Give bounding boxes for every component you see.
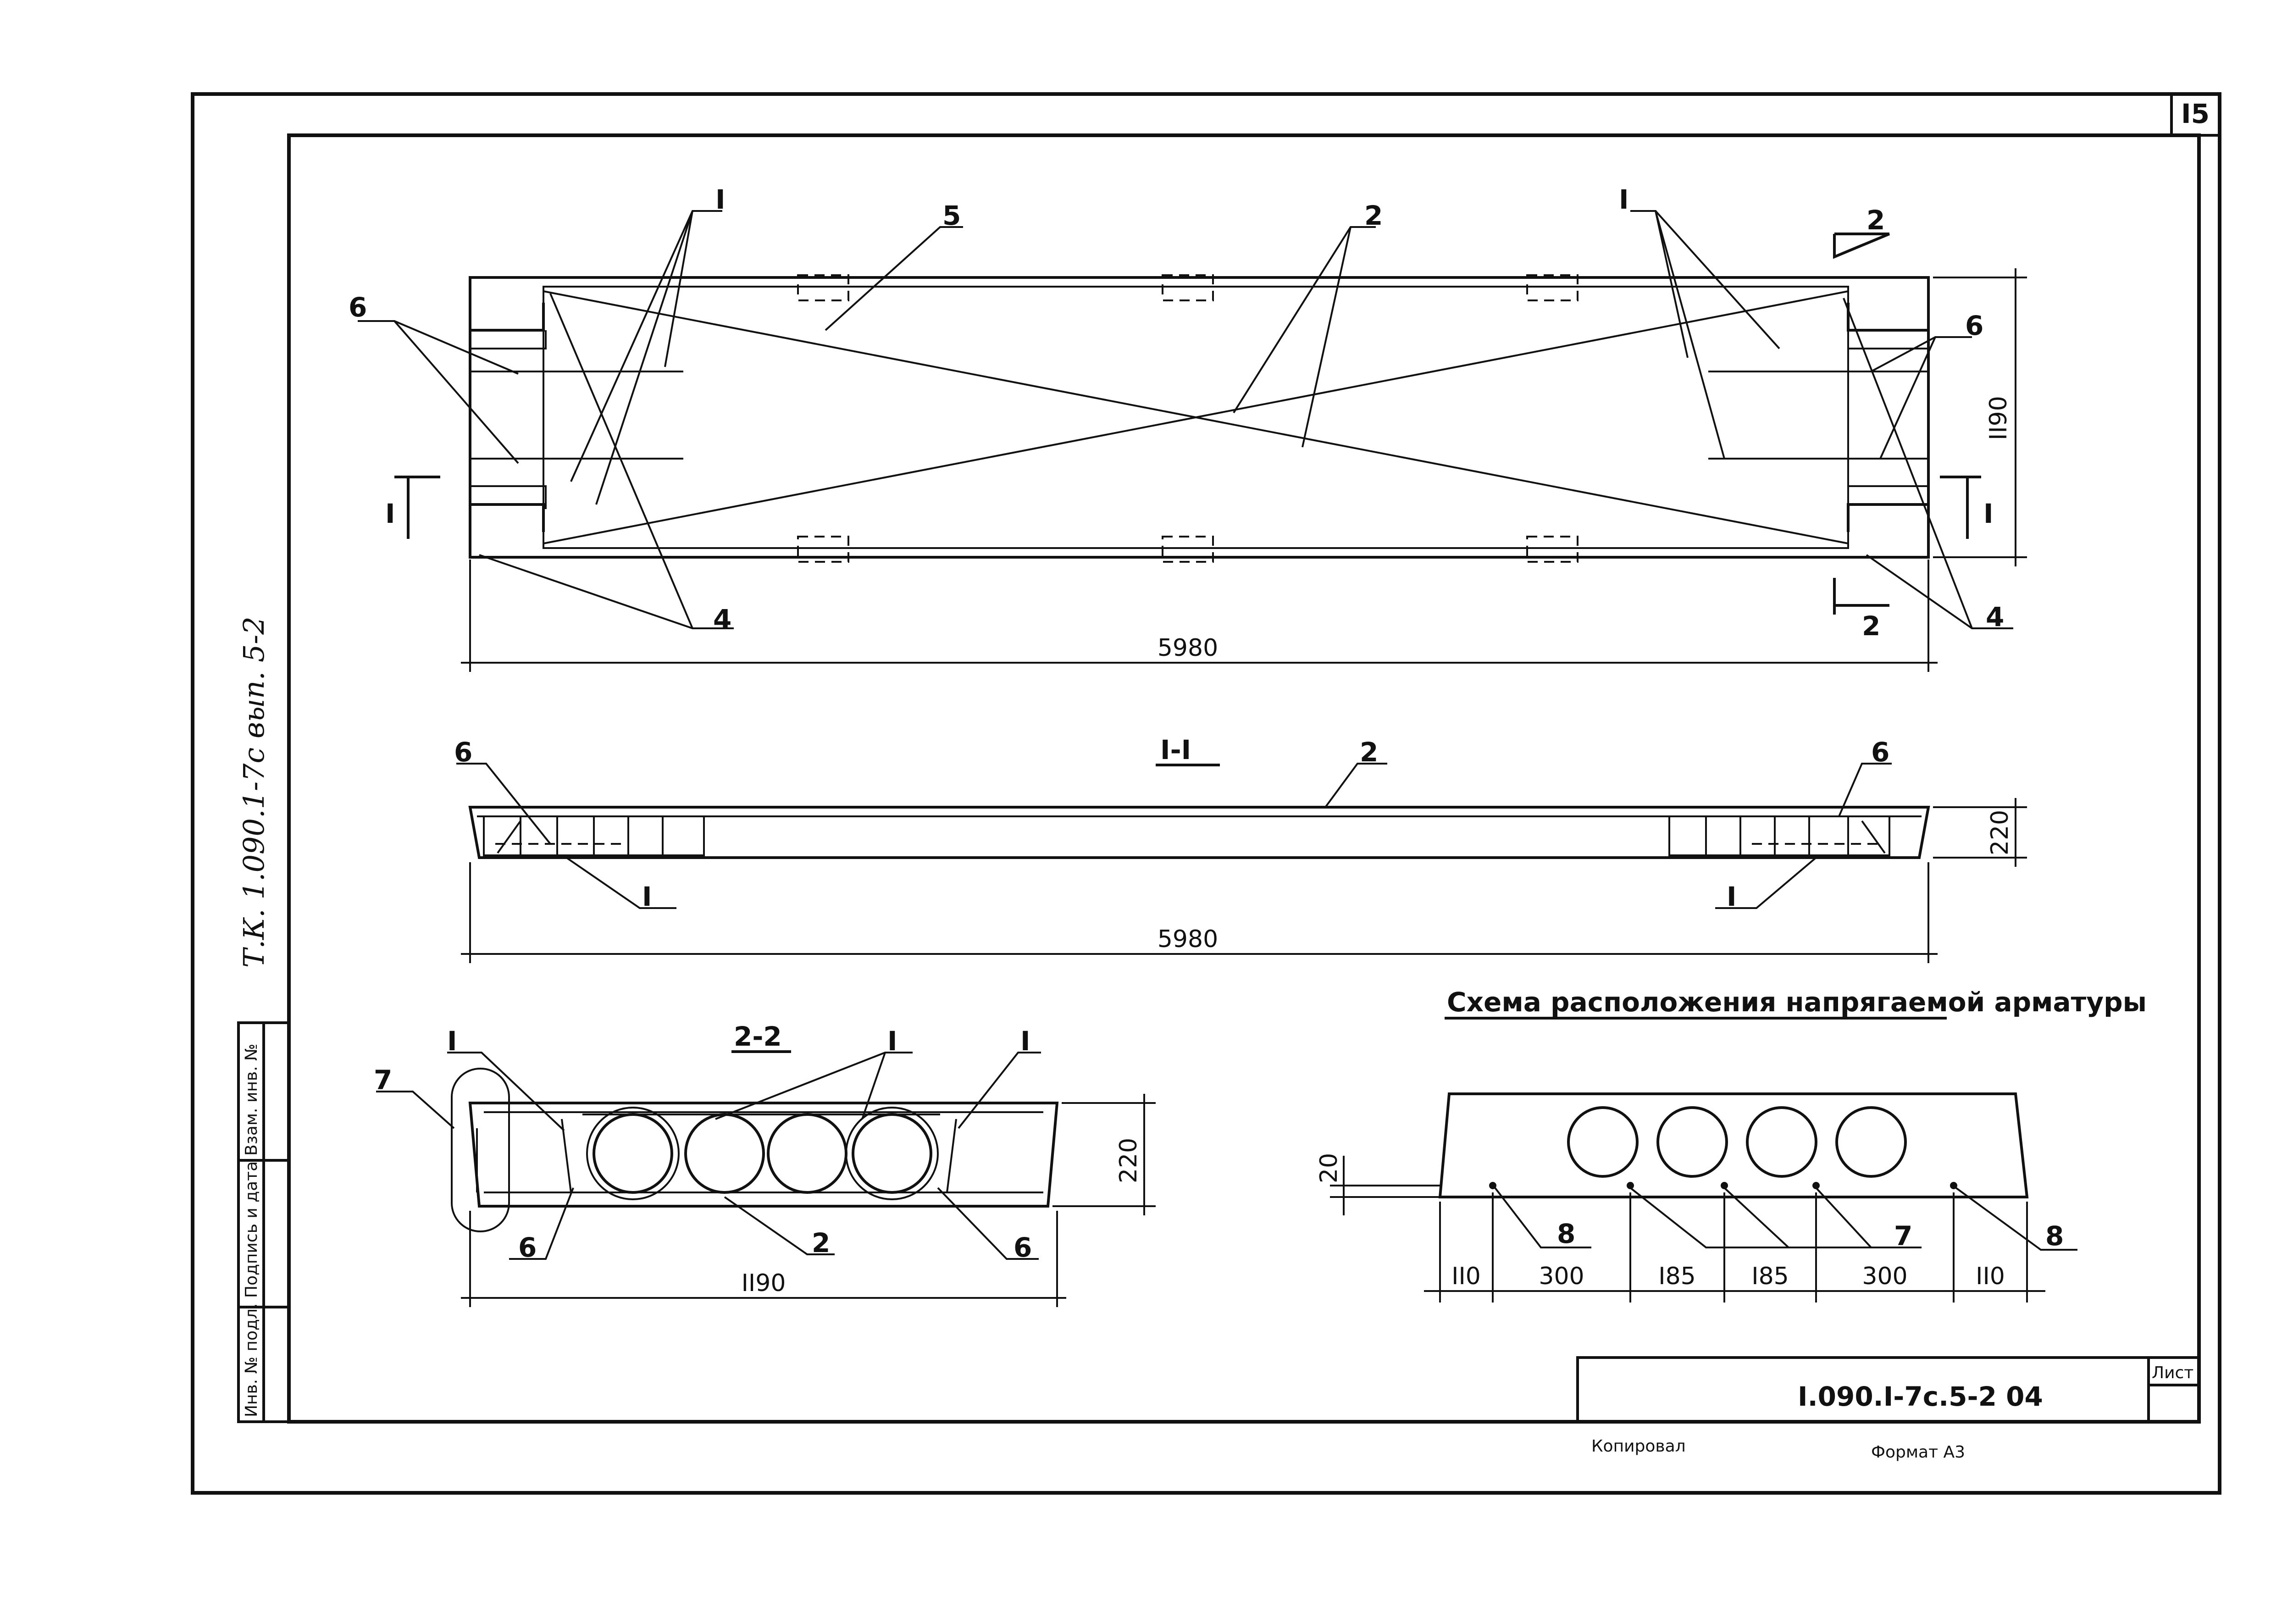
s11-label-6-right: 6	[1871, 737, 1889, 768]
stamp-sign-label: Подпись и дата	[242, 1161, 261, 1298]
s22-label-1-left: I	[447, 1025, 457, 1057]
plan-label-1-left: I	[715, 184, 726, 215]
scheme-cover-dim: 20	[1315, 1153, 1343, 1183]
title-code: I.090.I-7c.5-2 04	[1798, 1381, 2043, 1412]
plan-label-1-right: I	[1619, 184, 1629, 215]
plan-label-5: 5	[942, 200, 961, 231]
scheme-title: Схема расположения напрягаемой арматуры	[1447, 987, 2147, 1018]
s11-label-2: 2	[1360, 737, 1378, 768]
plan-cut-2-top: 2	[1867, 205, 1885, 236]
s11-label-1-left: I	[642, 881, 652, 912]
title-block: I.090.I-7c.5-2 04 Лист	[1576, 1356, 2200, 1423]
strand-dot	[1627, 1182, 1634, 1189]
strand-dot	[1950, 1182, 1957, 1189]
stamp-replace-label: Взам. инв. №	[242, 1044, 261, 1156]
plan-label-6-left: 6	[349, 292, 367, 323]
section-1-1-title: I-I	[1160, 734, 1191, 765]
s22-label-1-right: I	[1020, 1025, 1030, 1057]
inner-frame	[287, 133, 2201, 1424]
s22-label-6-right: 6	[1014, 1232, 1032, 1263]
strand-dot	[1721, 1182, 1728, 1189]
stamp-inv-label: Инв. № подл.	[242, 1303, 261, 1417]
side-label: Т.К. 1.090.1-7с вып. 5-2	[237, 616, 271, 968]
sheet-number-box	[2170, 93, 2221, 137]
s22-label-6-left: 6	[518, 1232, 537, 1263]
outer-frame	[191, 92, 2221, 1495]
plan-length-dim: 5980	[1158, 634, 1218, 662]
scheme-label-8-left: 8	[1557, 1218, 1575, 1249]
scheme-dim-110-right: II0	[1976, 1263, 2005, 1290]
s22-title: 2-2	[734, 1021, 782, 1052]
strand-dot	[1489, 1182, 1496, 1189]
footer-format: Формат А3	[1871, 1443, 1965, 1462]
plan-view: I 5 2 6 4 I 6 4 I I 2 2 5980 II90	[349, 184, 2027, 672]
scheme-dim-110-left: II0	[1451, 1263, 1481, 1290]
reinforcement-scheme: Схема расположения напрягаемой арматуры …	[1315, 987, 2147, 1303]
plan-cut-1-right: I	[1983, 498, 1994, 529]
s22-height-dim: 220	[1115, 1138, 1142, 1183]
scheme-dim-300-left: 300	[1539, 1263, 1584, 1290]
plan-label-6-right: 6	[1965, 310, 1983, 341]
title-sheet-label: Лист	[2152, 1363, 2193, 1382]
strand-dot	[1812, 1182, 1820, 1189]
s22-label-2: 2	[812, 1227, 830, 1258]
s11-height-dim: 220	[1986, 810, 2014, 855]
s22-label-1-mid: I	[887, 1025, 897, 1057]
s22-width-dim: II90	[742, 1269, 786, 1297]
plan-width-dim: II90	[1985, 396, 2012, 440]
scheme-label-8-right: 8	[2045, 1220, 2064, 1252]
plan-label-4-left: 4	[713, 604, 731, 635]
section-1-1: I-I 6 2 6 I I 5980	[454, 734, 2027, 963]
left-stamp: Инв. № подл. Подпись и дата Взам. инв. №	[237, 1021, 290, 1423]
footer-copied: Копировал	[1591, 1437, 1686, 1456]
plan-cut-2-bottom: 2	[1862, 610, 1880, 642]
plan-label-2: 2	[1364, 200, 1383, 231]
s11-label-6-left: 6	[454, 737, 472, 768]
s22-label-7: 7	[374, 1064, 392, 1096]
scheme-dim-185-right: I85	[1751, 1263, 1789, 1290]
section-2-2: 2-2 I I I 7 6 6 2 II90	[374, 1021, 1156, 1307]
plan-cut-1-left: I	[385, 498, 395, 529]
scheme-label-7: 7	[1894, 1220, 1912, 1252]
scheme-dim-185-left: I85	[1658, 1263, 1696, 1290]
s11-length-dim: 5980	[1158, 926, 1218, 953]
scheme-dim-300-right: 300	[1862, 1263, 1907, 1290]
sheet-number: I5	[2181, 98, 2210, 129]
plan-label-4-right: 4	[1986, 601, 2004, 632]
s11-label-1-right: I	[1727, 881, 1737, 912]
